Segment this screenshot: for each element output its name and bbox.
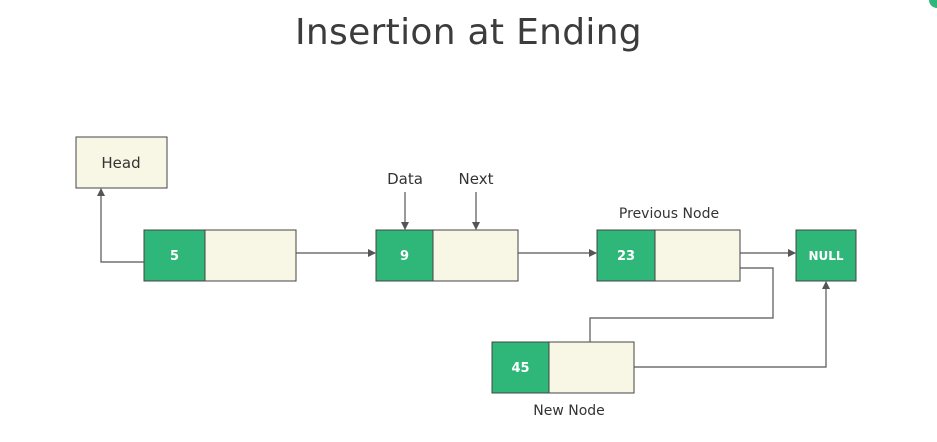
node-45-next-cell — [548, 341, 635, 394]
node-23-data-cell — [596, 229, 656, 282]
node-45: 45 — [491, 341, 635, 394]
node-23: 23 — [596, 229, 741, 282]
node-5-next-cell — [204, 229, 297, 282]
previous-node-label: Previous Node — [619, 206, 719, 222]
node-5: 5 — [143, 229, 297, 282]
link-node23-to-node45 — [589, 267, 774, 342]
head-label: Head — [101, 154, 140, 172]
next-label: Next — [459, 170, 494, 188]
null-box — [795, 229, 857, 282]
new-node-label: New Node — [533, 403, 605, 419]
head-box — [75, 136, 168, 189]
node-23-next-cell — [654, 229, 741, 282]
node-45-data-cell — [491, 341, 550, 394]
node-9-data-cell — [375, 229, 434, 282]
null-label: NULL — [808, 249, 843, 263]
node-5-value: 5 — [170, 249, 179, 264]
arrow-node45-to-null — [634, 281, 830, 368]
diagram-title: Insertion at Ending — [295, 12, 642, 53]
node-45-value: 45 — [511, 361, 529, 376]
corner-accent — [929, 0, 937, 8]
node-23-value: 23 — [617, 249, 635, 264]
node-9-next-cell — [432, 229, 519, 282]
node-9-value: 9 — [400, 249, 409, 264]
node-9: 9 — [375, 229, 519, 282]
arrow-node5-to-head — [97, 188, 144, 263]
data-label: Data — [387, 170, 423, 188]
